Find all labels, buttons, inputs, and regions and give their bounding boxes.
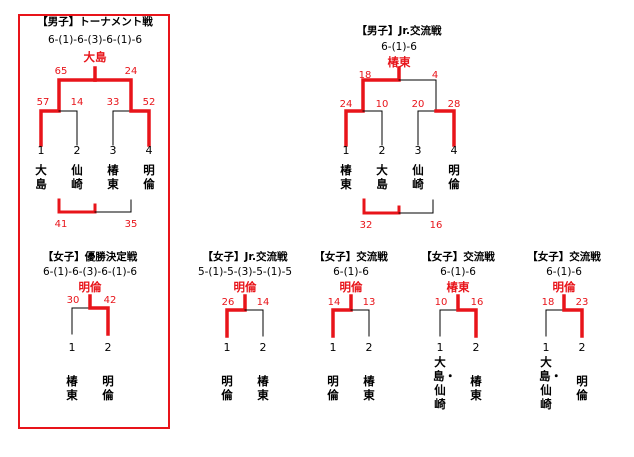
boys-jr-score-1: 24 xyxy=(339,99,353,110)
boys-team-2: 仙崎 xyxy=(71,163,83,191)
girls-ex1-winner: 明倫 xyxy=(339,280,363,294)
girls-final-result: 6-(1)-6-(3)-6-(1)-6 xyxy=(42,266,138,278)
girls-ex3-score-left: 18 xyxy=(541,297,555,308)
boys-jr-seed-1: 1 xyxy=(342,144,350,157)
girls-final-seed-2: 2 xyxy=(104,341,112,354)
girls-ex2-score-right: 16 xyxy=(470,297,484,308)
boys-tournament-title: 【男子】トーナメント戦 xyxy=(37,16,153,28)
boys-jr-bracket xyxy=(344,66,456,215)
girls-ex3-seed-2: 2 xyxy=(578,341,586,354)
girls-jr-seed-1: 1 xyxy=(223,341,231,354)
girls-ex2-bracket xyxy=(439,294,478,338)
girls-jr-score-left: 26 xyxy=(221,297,235,308)
girls-ex1-team-2: 椿東 xyxy=(363,374,375,402)
boys-tournament-frame xyxy=(18,14,170,429)
boys-score-final-right: 24 xyxy=(124,66,138,77)
girls-final-title: 【女子】優勝決定戦 xyxy=(42,251,138,263)
boys-tournament-result: 6-(1)-6-(3)-6-(1)-6 xyxy=(47,34,143,46)
girls-ex1-team-1: 明倫 xyxy=(327,374,339,402)
boys-jr-score-final-left: 18 xyxy=(358,70,372,81)
boys-playoff-right: 35 xyxy=(124,219,138,230)
girls-jr-result: 5-(1)-5-(3)-5-(1)-5 xyxy=(197,266,293,278)
boys-jr-title: 【男子】Jr.交流戦 xyxy=(356,25,442,37)
girls-ex3-title: 【女子】交流戦 xyxy=(527,251,601,263)
boys-jr-seed-4: 4 xyxy=(450,144,458,157)
girls-ex1-score-left: 14 xyxy=(327,297,341,308)
girls-ex3-result: 6-(1)-6 xyxy=(546,266,582,278)
girls-ex2-score-left: 10 xyxy=(434,297,448,308)
boys-team-3: 椿東 xyxy=(107,163,119,191)
girls-ex1-seed-1: 1 xyxy=(329,341,337,354)
girls-ex3-seed-1: 1 xyxy=(542,341,550,354)
boys-tournament-bracket xyxy=(39,66,151,214)
boys-seed-2: 2 xyxy=(73,144,81,157)
girls-jr-team-2: 椿東 xyxy=(257,374,269,402)
girls-ex3-bracket xyxy=(545,294,584,338)
girls-ex2-winner: 椿東 xyxy=(446,280,470,294)
girls-ex3-winner: 明倫 xyxy=(552,280,576,294)
boys-seed-3: 3 xyxy=(109,144,117,157)
boys-jr-seed-3: 3 xyxy=(414,144,422,157)
girls-ex2-team-1: 大島・仙崎 xyxy=(433,355,456,411)
girls-jr-winner: 明倫 xyxy=(233,280,257,294)
girls-ex2-title: 【女子】交流戦 xyxy=(421,251,495,263)
girls-ex2-team-2: 椿東 xyxy=(470,374,482,402)
boys-score-4: 52 xyxy=(142,97,156,108)
boys-jr-playoff-right: 16 xyxy=(429,220,443,231)
girls-ex1-bracket xyxy=(331,294,370,338)
boys-score-1: 57 xyxy=(36,97,50,108)
boys-tournament-winner: 大島 xyxy=(83,50,107,64)
girls-jr-seed-2: 2 xyxy=(259,341,267,354)
girls-final-score-right: 42 xyxy=(103,295,117,306)
girls-final-team-2: 明倫 xyxy=(102,374,114,402)
boys-jr-team-3: 仙崎 xyxy=(412,163,424,191)
girls-final-team-1: 椿東 xyxy=(66,374,78,402)
girls-ex3-team-2: 明倫 xyxy=(576,374,588,402)
girls-ex2-seed-2: 2 xyxy=(472,341,480,354)
boys-jr-score-3: 20 xyxy=(411,99,425,110)
girls-ex1-score-right: 13 xyxy=(362,297,376,308)
boys-jr-result: 6-(1)-6 xyxy=(381,41,417,53)
boys-seed-1: 1 xyxy=(37,144,45,157)
boys-score-3: 33 xyxy=(106,97,120,108)
girls-ex1-result: 6-(1)-6 xyxy=(333,266,369,278)
boys-seed-4: 4 xyxy=(145,144,153,157)
boys-team-4: 明倫 xyxy=(143,163,155,191)
boys-playoff-left: 41 xyxy=(54,219,68,230)
girls-ex1-title: 【女子】交流戦 xyxy=(314,251,388,263)
boys-score-final-left: 65 xyxy=(54,66,68,77)
boys-jr-team-1: 椿東 xyxy=(340,163,352,191)
girls-jr-score-right: 14 xyxy=(256,297,270,308)
boys-team-1: 大島 xyxy=(35,163,47,191)
girls-jr-bracket xyxy=(225,294,264,338)
boys-jr-team-2: 大島 xyxy=(376,163,388,191)
girls-final-winner: 明倫 xyxy=(78,280,102,294)
boys-jr-score-2: 10 xyxy=(375,99,389,110)
girls-ex2-seed-1: 1 xyxy=(436,341,444,354)
boys-score-2: 14 xyxy=(70,97,84,108)
boys-jr-score-final-right: 4 xyxy=(431,70,439,81)
boys-jr-seed-2: 2 xyxy=(378,144,386,157)
boys-jr-winner: 椿東 xyxy=(387,55,411,69)
girls-ex3-team-1: 大島・仙崎 xyxy=(539,355,562,411)
boys-jr-team-4: 明倫 xyxy=(448,163,460,191)
girls-jr-title: 【女子】Jr.交流戦 xyxy=(202,251,288,263)
girls-ex3-score-right: 23 xyxy=(575,297,589,308)
girls-jr-team-1: 明倫 xyxy=(221,374,233,402)
boys-jr-score-4: 28 xyxy=(447,99,461,110)
girls-final-seed-1: 1 xyxy=(68,341,76,354)
girls-final-score-left: 30 xyxy=(66,295,80,306)
boys-jr-playoff-left: 32 xyxy=(359,220,373,231)
girls-ex2-result: 6-(1)-6 xyxy=(440,266,476,278)
girls-ex1-seed-2: 2 xyxy=(365,341,373,354)
girls-final-bracket xyxy=(71,294,110,336)
